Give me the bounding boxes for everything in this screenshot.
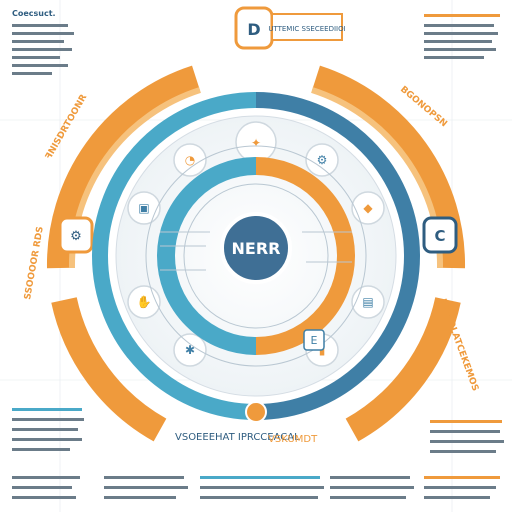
right-orange-box: C xyxy=(422,216,458,254)
top-left-title: Coecsuct. xyxy=(12,9,56,18)
svg-text:SSOOOOR RDS: SSOOOOR RDS xyxy=(23,226,46,301)
svg-text:✋: ✋ xyxy=(137,295,152,309)
annotation-mid-left xyxy=(12,408,84,451)
svg-text:◔: ◔ xyxy=(185,153,195,167)
annotation-mid-right xyxy=(430,420,504,453)
graph-icon xyxy=(173,143,207,177)
svg-text:▣: ▣ xyxy=(138,201,149,215)
folder-icon xyxy=(127,191,161,225)
blue-ring xyxy=(92,92,420,420)
inner-ring xyxy=(157,157,355,355)
bottom-right-letter: E xyxy=(311,334,318,347)
top-orange-box: D UTTEMIC SSECEEDIIOI xyxy=(234,6,346,50)
icon-glyphs: ✦ ⚙ ◆ ▤ ▮ ✱ ✋ ▣ ◔ xyxy=(137,136,374,357)
bottom-arc-text-2: VSKUMDT xyxy=(268,434,318,445)
center-label: NERR xyxy=(232,239,281,258)
annotation-top-left: Coecsuct. xyxy=(12,9,74,75)
hand-icon xyxy=(127,285,161,319)
chart-icon xyxy=(351,191,385,225)
network-icon xyxy=(173,333,207,367)
svg-text:✦: ✦ xyxy=(251,136,261,150)
document-icon xyxy=(351,285,385,319)
right-box-letter: C xyxy=(434,227,445,245)
bottom-right-box: E xyxy=(303,329,325,351)
svg-text:▤: ▤ xyxy=(362,295,373,309)
inner-ring-lines xyxy=(145,145,367,367)
top-box-label: UTTEMIC SSECEEDIIOI xyxy=(268,25,345,33)
svg-text:⚙: ⚙ xyxy=(70,229,82,244)
bottom-arc-text: VSOEEEHAT IPRCCEACAL xyxy=(175,432,300,443)
icon-ring xyxy=(127,121,385,367)
svg-text:⚙: ⚙ xyxy=(317,153,328,167)
center-circle xyxy=(220,212,292,284)
ring-text-bottom: VSOEEEHAT IPRCCEACAL VSKUMDT xyxy=(175,432,318,445)
bottom-node xyxy=(245,401,267,423)
gear-icon xyxy=(305,143,339,177)
svg-text:◆: ◆ xyxy=(363,201,373,215)
annotation-bottom xyxy=(12,476,500,499)
top-box-letter: D xyxy=(247,20,260,39)
left-orange-box: ⚙ xyxy=(58,216,94,254)
annotation-top-right xyxy=(424,14,500,59)
svg-text:✱: ✱ xyxy=(185,343,195,357)
